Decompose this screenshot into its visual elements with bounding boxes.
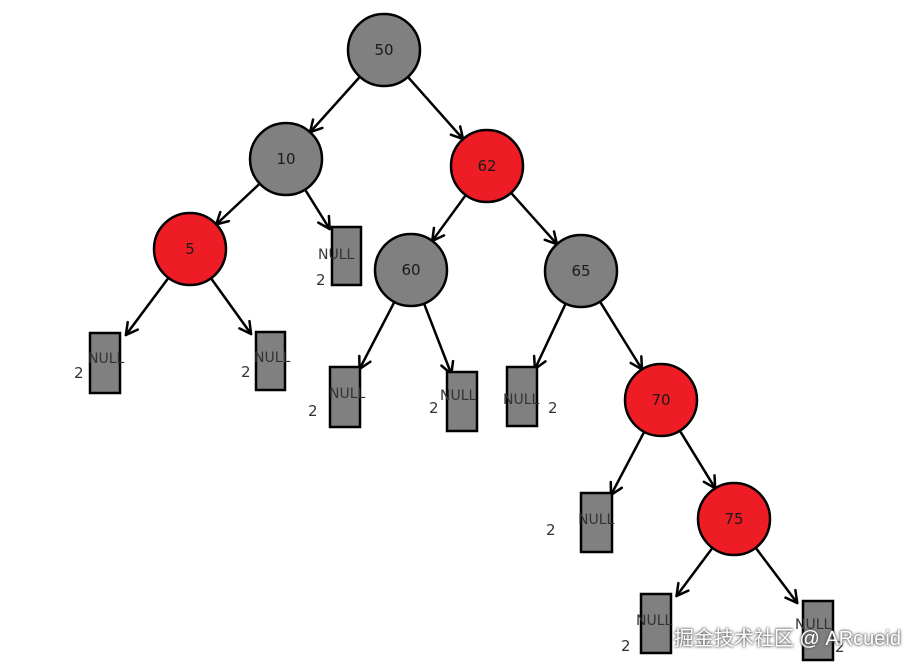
null-leaf-label: NULL: [318, 247, 355, 263]
null-leaf-box: [639, 592, 673, 655]
red-node-62: 62: [449, 128, 525, 204]
null-leaf-label: NULL: [578, 512, 615, 528]
null-leaf: NULL 2: [546, 491, 615, 554]
black-node-65: 65: [543, 233, 619, 309]
black-node-10: 10: [248, 121, 324, 197]
black-height-label: 2: [316, 271, 326, 289]
node-circle: [152, 211, 228, 287]
node-label: 62: [477, 157, 496, 175]
node-circle: [346, 12, 422, 88]
red-node-5: 5: [152, 211, 228, 287]
node-label: 10: [276, 150, 295, 168]
node-label: 60: [401, 261, 420, 279]
edge-n60-nl60l: [358, 300, 396, 371]
black-height-label: 2: [241, 363, 251, 381]
black-height-label: 2: [546, 521, 556, 539]
null-leaf-box: [88, 331, 122, 395]
null-leaf-label: NULL: [503, 392, 540, 408]
edge-n65-n70: [598, 300, 644, 371]
node-circle: [248, 121, 324, 197]
null-leaf-box: [505, 365, 539, 428]
null-leaf: NULL 2: [621, 592, 673, 655]
node-circle: [373, 232, 449, 308]
node-circle: [696, 481, 772, 557]
edge-n5-nl5l: [124, 276, 170, 337]
black-height-label: 2: [429, 399, 439, 417]
edge-n5-nl5r: [209, 276, 253, 336]
black-height-label: 2: [74, 364, 84, 382]
null-leaf: NULL 2: [316, 225, 363, 289]
edge-n10-n5: [215, 182, 261, 226]
node-circle: [449, 128, 525, 204]
null-leaf: NULL 2: [503, 365, 558, 428]
null-leaf-label: NULL: [254, 350, 291, 366]
edge-n50-n10: [308, 75, 362, 134]
edge-n75-nl75r: [754, 546, 799, 605]
node-label: 50: [374, 41, 393, 59]
node-label: 65: [571, 262, 590, 280]
black-height-label: 2: [621, 637, 631, 655]
edge-n10-nl10r: [303, 188, 331, 231]
tree-edges: [124, 75, 799, 605]
node-label: 75: [724, 510, 743, 528]
black-height-label: 2: [308, 402, 318, 420]
edge-n62-n65: [509, 191, 559, 246]
black-node-50: 50: [346, 12, 422, 88]
null-leaf-box: [579, 491, 614, 554]
edge-n75-nl75l: [675, 546, 714, 598]
edge-n50-n62: [406, 75, 465, 141]
null-leaf-box: [445, 370, 479, 433]
red-node-70: 70: [623, 362, 699, 438]
black-node-60: 60: [373, 232, 449, 308]
edge-n70-n75: [678, 429, 717, 490]
node-circle: [543, 233, 619, 309]
red-node-75: 75: [696, 481, 772, 557]
node-label: 5: [185, 240, 195, 258]
node-circle: [623, 362, 699, 438]
null-leaf-label: NULL: [795, 617, 832, 633]
edge-n60-nl60r: [422, 302, 455, 376]
edge-n70-nl70l: [609, 430, 646, 497]
null-leaf: NULL 2: [308, 365, 366, 429]
node-label: 70: [651, 391, 670, 409]
null-leaf-box: [330, 225, 363, 287]
black-height-label: 2: [548, 399, 558, 417]
null-leaf-label: NULL: [88, 351, 125, 367]
null-leaf-box: [801, 599, 835, 662]
edge-n62-n60: [430, 193, 468, 243]
null-leaf-label: NULL: [636, 613, 673, 629]
edge-n65-nl65l: [532, 302, 567, 371]
null-leaf-label: NULL: [329, 386, 366, 402]
null-leaf-box: [254, 330, 287, 392]
black-height-label: 2: [835, 638, 845, 656]
null-leaf-box: [328, 365, 362, 429]
null-leaf-label: NULL: [440, 388, 477, 404]
watermark: 掘金技术社区 @ ARcueid: [673, 628, 901, 650]
tree-nodes: 50 10 62 5 60 65 70 75: [152, 12, 772, 557]
